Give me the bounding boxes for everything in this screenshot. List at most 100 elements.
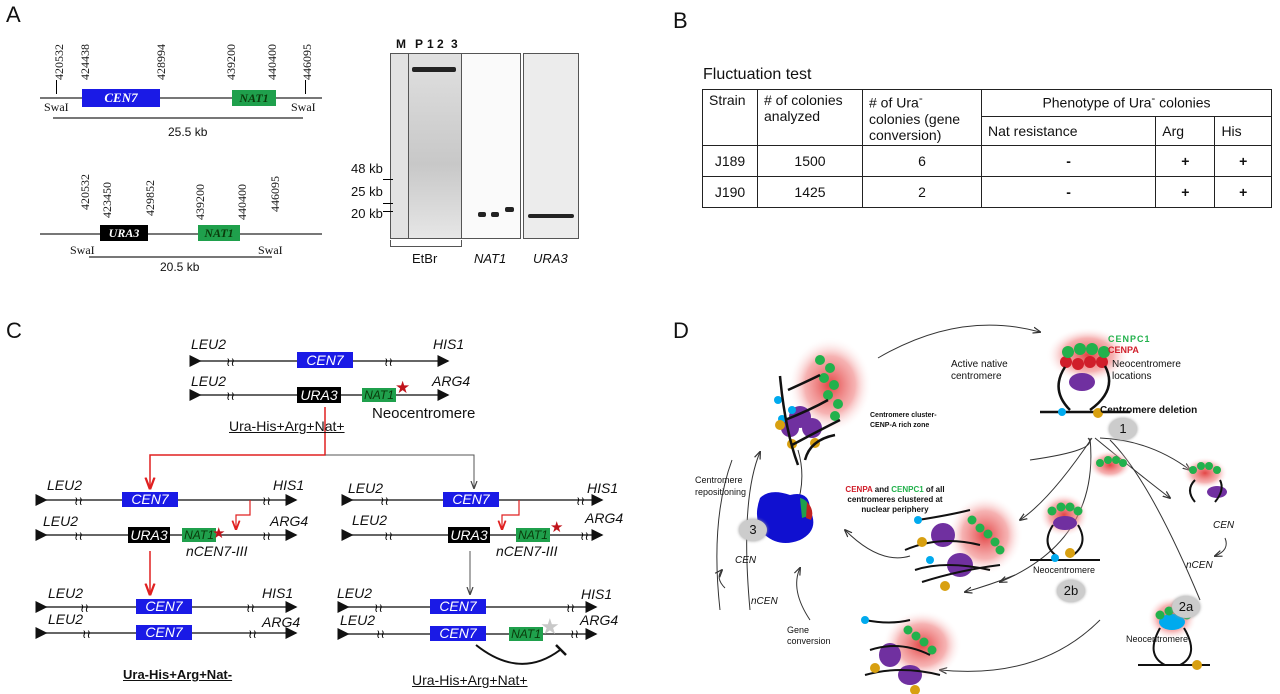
step-badge-2a: 2a [1172,596,1200,618]
ncen-label: nCEN [751,596,778,607]
cell-his: + [1214,175,1272,208]
cell-ura: 6 [862,144,982,177]
gene-ura3: URA3 [100,225,148,241]
centromere-deletion-label: Centromere deletion [1100,405,1198,416]
etbr-bracket [390,240,462,247]
gel-band [505,207,514,212]
neocentromere-label: Neocentromere [372,405,476,422]
cenpc-legend: CENPC1 [1108,334,1151,344]
probe-label: URA3 [533,251,568,266]
gel-band [528,214,574,218]
star-icon: ★ [395,378,411,397]
phenotype-label: Ura-His+Arg+Nat+ [412,672,528,688]
nucleus-cenpc: CENPC1 [891,485,924,494]
cell-colonies: 1425 [757,175,863,208]
gene-ura3: URA3 [448,527,490,543]
gel-band [412,67,456,72]
step-badge-1: 1 [1109,418,1137,440]
cell-nat: - [980,175,1157,208]
gene-label-his1: HIS1 [433,336,465,352]
gene-label-his1: HIS1 [587,480,619,496]
gene-label-his1: HIS1 [262,585,294,601]
cycle-arrow [746,452,760,611]
svg-text:≀≀: ≀≀ [566,601,575,615]
svg-text:≀≀: ≀≀ [374,601,383,615]
chromatin [778,373,841,466]
probe-label: NAT1 [474,251,507,266]
svg-text:≀≀: ≀≀ [570,627,579,641]
nucleus-rest: of all centromeres clustered at nuclear … [847,485,945,514]
fragment-size: 25.5 kb [168,125,208,139]
star-icon: ★ [550,519,564,536]
gene-label-leu2: LEU2 [48,585,84,601]
panel-d-letter: D [673,318,689,343]
break-symbols: ≀≀≀≀ ≀≀≀≀ ≀≀≀≀ ≀≀≀≀ ≀≀≀≀ ≀≀≀≀ ≀≀≀≀ ≀≀≀≀ … [74,355,589,641]
site-swai: SwaI [258,243,283,257]
cycle-arrow [1099,437,1190,470]
svg-text:≀≀: ≀≀ [226,389,235,403]
star-icon: ★ [212,525,226,542]
svg-text:≀≀: ≀≀ [82,627,91,641]
star-gray-icon: ★ [540,614,560,639]
arrow-down-icon [305,80,306,94]
cen-label: CEN [735,555,757,566]
header-nat: Nat resistance [988,122,1078,139]
gene-cen7: CEN7 [430,626,486,641]
neocentromere-2a-label: Neocentromere [1126,634,1189,644]
svg-text:≀≀: ≀≀ [380,494,389,508]
gene-cen7: CEN7 [136,599,192,614]
cell-arg: + [1155,175,1216,208]
cycle-arrow [940,619,1101,671]
gene-label-leu2: LEU2 [340,612,376,628]
gene-nat1: NAT1 [182,528,216,542]
fluctuation-table: Strain # of colonies analyzed # of Ura- … [702,89,1272,208]
gel-band [478,212,486,217]
ncen-label: nCEN7-III [186,543,248,559]
gene-label-arg4: ARG4 [270,513,309,529]
red-arrow [236,500,251,529]
inhibition-bar [555,644,567,656]
gene-cen7: CEN7 [430,599,486,614]
gene-ura3: URA3 [128,527,170,543]
svg-text:≀≀: ≀≀ [576,494,585,508]
gene-ura3: URA3 [297,387,341,403]
panel-d-diagram [660,324,1228,694]
gel-etbr [408,53,462,239]
header-strain: Strain [709,92,746,108]
cen-label: CEN [1213,520,1235,531]
table-row: J189 1500 6 - + + [702,144,1272,177]
fragment-size: 20.5 kb [160,260,200,274]
red-arrow [502,500,520,529]
lane-label: 2 [437,37,444,51]
cycle-arrow [1094,437,1170,498]
nucleus-and: and [872,485,892,494]
gene-label-arg4: ARG4 [262,614,301,630]
svg-text:≀≀: ≀≀ [80,601,89,615]
header-his: His [1221,122,1242,139]
panel-c-letter: C [6,318,22,343]
gene-cen7: CEN7 [136,625,192,640]
table-row: J190 1425 2 - + + [702,175,1272,208]
svg-text:≀≀: ≀≀ [74,494,83,508]
cycle-arrow [965,574,1016,592]
marker-label: 25 kb [351,184,383,199]
repositioning-label: Centromere repositioning [695,475,747,497]
cenpa-legend: CENPA [1108,345,1139,355]
gene-nat1: NAT1 [362,388,396,402]
fragment-span [89,256,272,258]
cell-strain: J190 [702,175,758,208]
gene-label-leu2: LEU2 [348,480,384,496]
cenpc-beads [815,355,843,421]
svg-text:≀≀: ≀≀ [74,529,83,543]
stain-label: EtBr [412,251,438,266]
gene-label-leu2: LEU2 [337,585,373,601]
cycle-arrow [1020,437,1093,520]
phenotype-label: Ura-His+Arg+Nat- [123,667,233,682]
ncen-label: nCEN7-III [496,543,558,559]
red-arrow [150,407,326,488]
gene-label-leu2: LEU2 [191,336,227,352]
gene-cen7: CEN7 [122,492,178,507]
header-ura-b: colonies (gene conversion) [869,110,961,143]
gel-ura3-blot [523,53,579,239]
marker-pointer [383,179,393,180]
